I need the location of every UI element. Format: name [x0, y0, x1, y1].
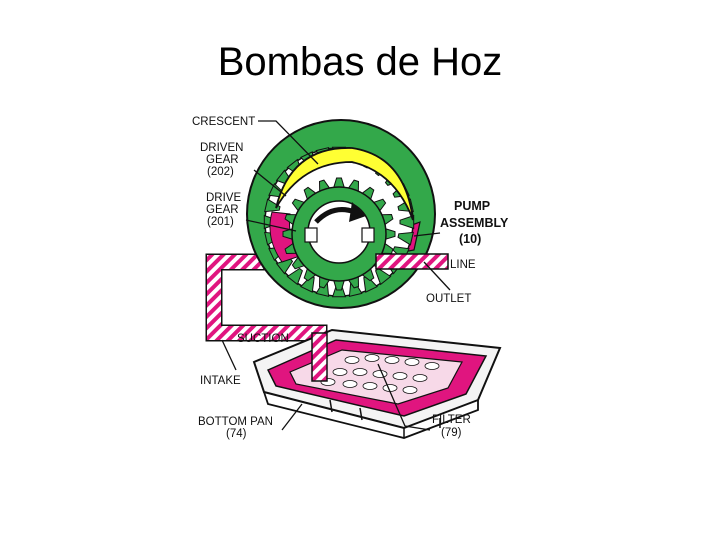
label-pump-assembly-3: (10) [459, 232, 481, 246]
outlet-line-pipe [375, 253, 449, 270]
label-drive-gear-1: DRIVE [206, 192, 241, 204]
crescent [275, 147, 414, 221]
suction-tube [311, 332, 328, 382]
label-outlet: OUTLET [426, 293, 471, 305]
label-line: LINE [450, 259, 476, 271]
label-driven-gear-3: (202) [207, 166, 234, 178]
label-bottom-pan-2: (74) [226, 428, 247, 440]
label-crescent: CRESCENT [192, 116, 255, 128]
label-pump-assembly-1: PUMP [454, 199, 490, 213]
label-driven-gear-2: GEAR [206, 154, 239, 166]
label-drive-gear-2: GEAR [206, 204, 239, 216]
label-driven-gear-1: DRIVEN [200, 142, 243, 154]
label-suction: SUCTION [237, 333, 289, 345]
slide-title: Bombas de Hoz [217, 40, 503, 84]
label-pump-assembly-2: ASSEMBLY [440, 216, 509, 230]
filter-grid [320, 354, 440, 394]
label-intake: INTAKE [200, 375, 241, 387]
label-filter-1: FILTER [432, 414, 471, 426]
label-filter-2: (79) [441, 427, 462, 439]
label-bottom-pan-1: BOTTOM PAN [198, 416, 273, 428]
label-drive-gear-3: (201) [207, 216, 234, 228]
